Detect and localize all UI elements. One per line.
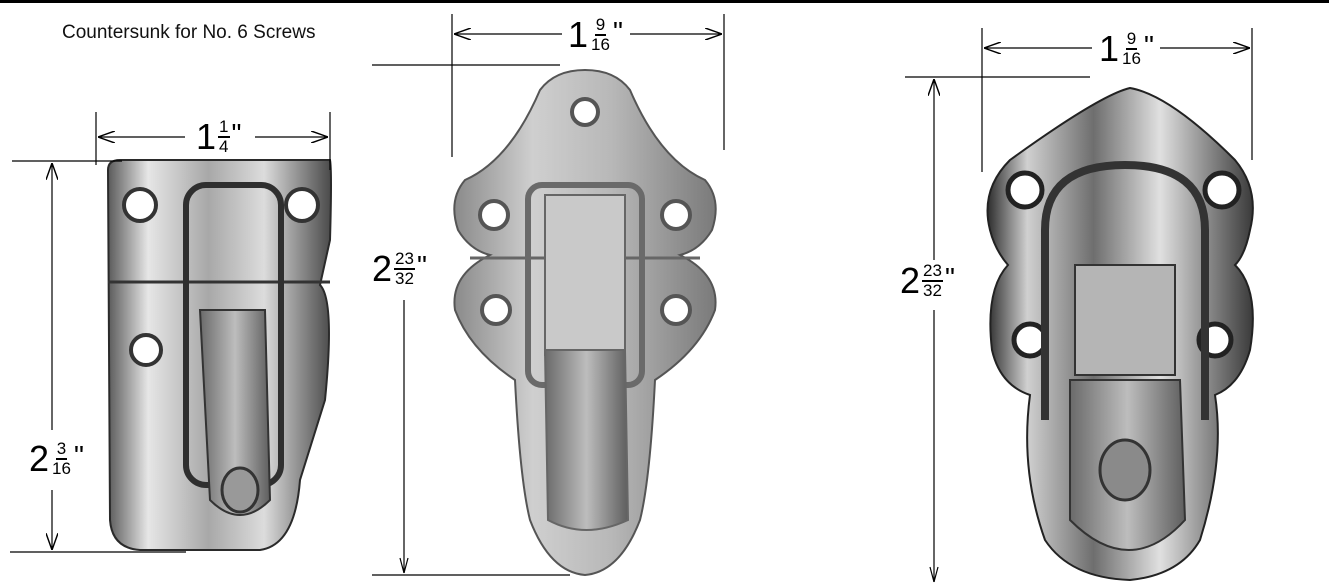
medium-width-unit: " (612, 16, 623, 47)
medium-width-label: 1 9 16 " (565, 16, 624, 54)
large-width-whole: 1 (1099, 27, 1120, 69)
medium-width-numerator: 9 (594, 15, 607, 36)
medium-height-label: 2 23 32 " (372, 247, 427, 289)
large-height-numerator: 23 (922, 261, 943, 282)
small-height-whole: 2 (29, 437, 50, 479)
large-height-label: 2 23 32 " (900, 259, 955, 301)
large-dimension-lines (905, 28, 1253, 583)
medium-height-whole: 2 (372, 247, 393, 289)
medium-width-whole: 1 (568, 13, 589, 55)
small-dimension-lines (10, 112, 331, 553)
large-latch-image (986, 86, 1254, 582)
small-width-numerator: 1 (218, 117, 230, 138)
medium-height-numerator: 23 (394, 249, 415, 270)
small-height-numerator: 3 (55, 439, 68, 460)
large-width-label: 1 9 16 " (1096, 30, 1155, 68)
medium-height-fraction: 23 32 (394, 250, 415, 288)
large-width-unit: " (1143, 30, 1154, 61)
medium-width-fraction: 9 16 (590, 16, 611, 54)
large-height-denominator: 32 (923, 280, 942, 300)
small-width-label: 1 1 4 " (193, 115, 243, 157)
small-width-fraction: 1 4 (218, 117, 230, 156)
small-height-unit: " (73, 440, 84, 471)
small-height-fraction: 3 16 (51, 440, 72, 478)
small-width-unit: " (231, 118, 242, 149)
medium-width-denominator: 16 (591, 34, 610, 54)
large-height-unit: " (944, 262, 955, 293)
large-width-numerator: 9 (1125, 29, 1138, 50)
medium-dimension-lines (372, 14, 725, 576)
small-width-denominator: 4 (219, 136, 229, 156)
medium-latch-image (453, 68, 717, 577)
large-height-fraction: 23 32 (922, 262, 943, 300)
small-height-label: 2 3 16 " (26, 440, 85, 478)
top-rule (0, 0, 1329, 3)
medium-height-unit: " (416, 250, 427, 281)
small-height-denominator: 16 (52, 458, 71, 478)
screw-note: Countersunk for No. 6 Screws (62, 22, 316, 43)
large-width-fraction: 9 16 (1121, 30, 1142, 68)
large-width-denominator: 16 (1122, 48, 1141, 68)
small-width-whole: 1 (196, 115, 217, 157)
large-height-whole: 2 (900, 259, 921, 301)
medium-height-denominator: 32 (395, 268, 414, 288)
small-latch-image (106, 159, 332, 551)
